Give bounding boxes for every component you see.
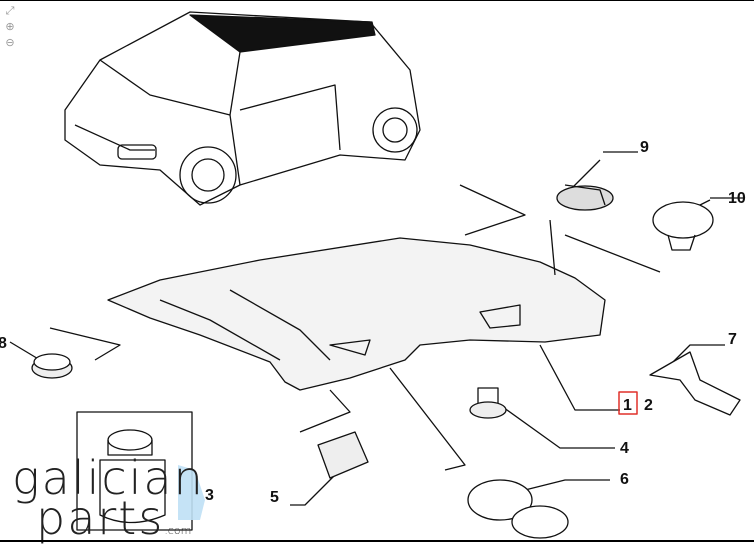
viewer-toolbar: ⤢ ⊕ ⊖ (2, 4, 18, 50)
watermark-line2: parts (36, 491, 165, 545)
callout-5: 5 (270, 489, 279, 506)
zoom-out-icon[interactable]: ⊖ (5, 37, 15, 49)
part-4-nut (469, 387, 507, 419)
callout-9: 9 (640, 139, 649, 156)
part-10-plug (652, 201, 714, 251)
callout-7: 7 (728, 331, 737, 348)
car-illustration (64, 11, 421, 206)
headliner-panel (107, 237, 606, 391)
fit-icon[interactable]: ⤢ (5, 5, 15, 17)
callout-3: 3 (205, 487, 214, 504)
part-7-bracket (649, 351, 741, 416)
watermark-suffix: .com (164, 524, 192, 537)
callout-8: 8 (0, 335, 7, 352)
callout-1[interactable]: 1 (623, 397, 632, 414)
part-5-clip (317, 431, 369, 479)
part-8-cap (31, 353, 73, 379)
watermark-line1: galician (12, 451, 205, 505)
bottom-border (0, 540, 754, 542)
zoom-in-icon[interactable]: ⊕ (5, 21, 15, 33)
part-3-bottle-box (76, 411, 193, 531)
part-9-clip (556, 184, 614, 211)
top-border (0, 0, 754, 1)
callout-10: 10 (728, 190, 746, 207)
callout-4: 4 (620, 440, 629, 457)
watermark-logo: galician parts.com (12, 451, 205, 551)
highlight-box-1 (618, 391, 638, 415)
callout-2: 2 (644, 397, 653, 414)
watermark-accent-shape (178, 465, 205, 520)
part-6-disc (467, 479, 569, 539)
callout-6: 6 (620, 471, 629, 488)
